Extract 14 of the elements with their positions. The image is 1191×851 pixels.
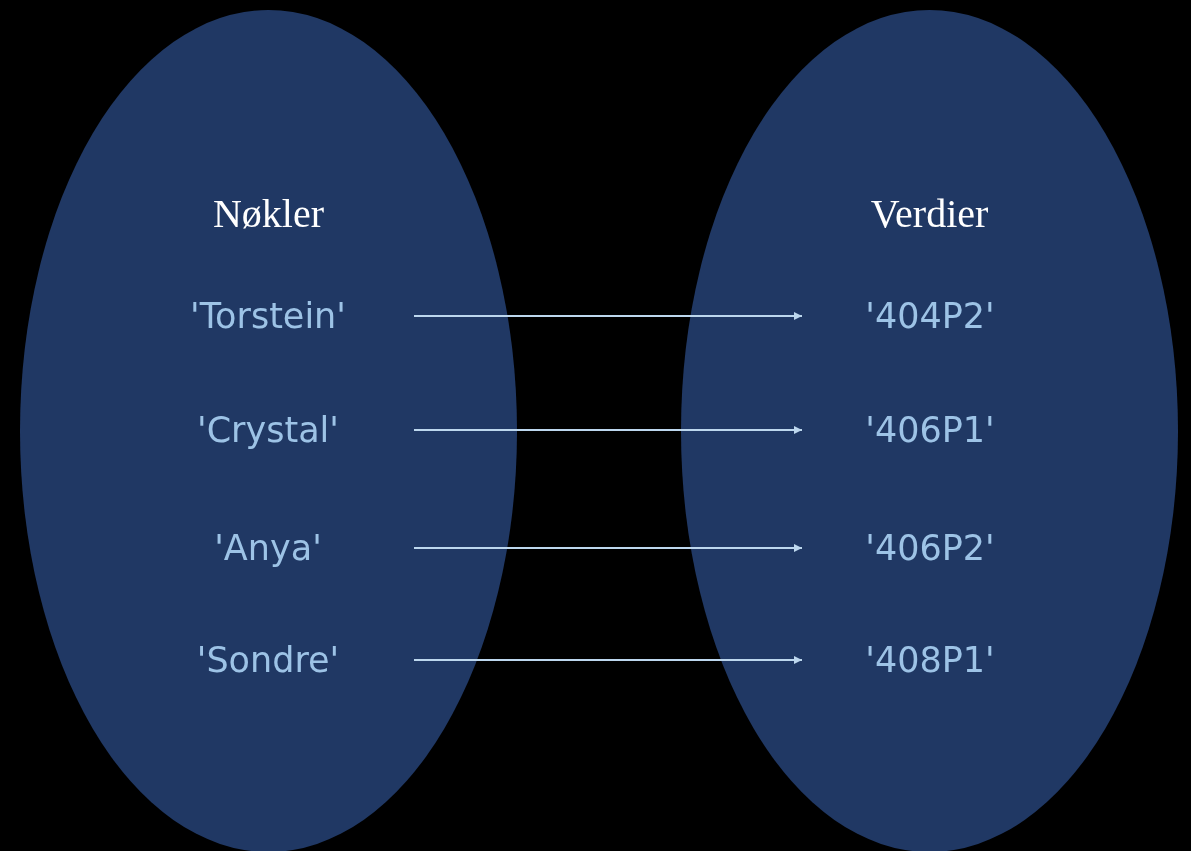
string-literal: '404P2': [864, 296, 996, 336]
set-heading: Verdier: [869, 190, 990, 237]
string-literal: 'Crystal': [196, 410, 340, 450]
string-literal: '406P1': [864, 410, 996, 450]
arrow: [413, 656, 803, 664]
string-literal: 'Sondre': [195, 640, 341, 680]
arrow: [413, 426, 803, 434]
string-literal: '406P2': [864, 528, 996, 568]
string-literal: '408P1': [864, 640, 996, 680]
arrow: [413, 544, 803, 552]
arrow: [413, 312, 803, 320]
string-literal: 'Anya': [213, 528, 323, 568]
set-heading: Nøkler: [211, 190, 326, 237]
string-literal: 'Torstein': [189, 296, 347, 336]
